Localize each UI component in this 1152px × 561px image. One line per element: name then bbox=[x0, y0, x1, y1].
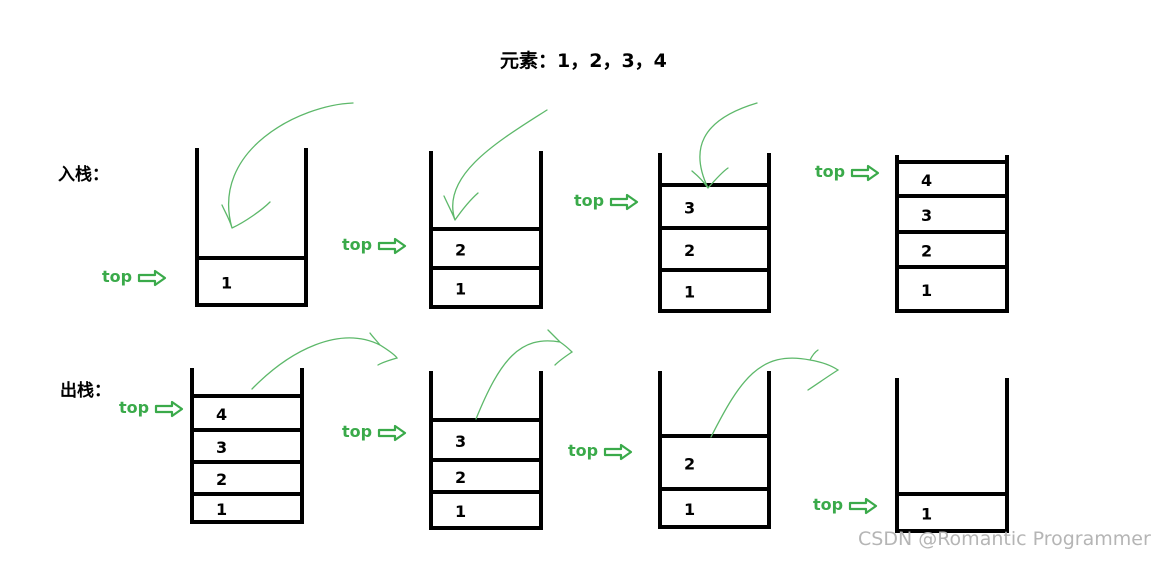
push-stack-3-cell-value: 1 bbox=[684, 283, 695, 302]
push-stack-2-top-label: top bbox=[342, 235, 372, 254]
pop-stack-4-container bbox=[895, 378, 1009, 533]
pop-stack-2-cell-value: 2 bbox=[455, 468, 466, 487]
pop-stack-2-cell-value: 1 bbox=[455, 502, 466, 521]
pop-stack-3-container bbox=[658, 371, 771, 529]
push-stack-4-cell-value: 2 bbox=[921, 242, 932, 261]
pop-stack-1-cell-value: 3 bbox=[216, 438, 227, 457]
push-arrow-curve-1 bbox=[221, 102, 354, 229]
push-stack-1-cell-value: 1 bbox=[221, 274, 232, 293]
pop-stack-4-cell-value: 1 bbox=[921, 505, 932, 524]
pop-arrow-curve-2 bbox=[475, 329, 574, 420]
push-stack-2-top-arrow-icon bbox=[377, 237, 407, 255]
push-stack-4-cell-value: 4 bbox=[921, 171, 932, 190]
pop-stack-1-cell-value: 4 bbox=[216, 405, 227, 424]
push-stack-3-cell-value: 2 bbox=[684, 241, 695, 260]
pop-stack-3-cell-value: 1 bbox=[684, 500, 695, 519]
pop-stack-3-cell-value: 2 bbox=[684, 455, 695, 474]
push-stack-3-top-arrow-icon bbox=[609, 193, 639, 211]
push-stack-1-top-arrow-icon bbox=[137, 269, 167, 287]
pop-stack-4-top-label: top bbox=[813, 495, 843, 514]
push-stack-4-cell-value: 3 bbox=[921, 206, 932, 225]
watermark: CSDN @Romantic Programmer bbox=[858, 528, 1151, 550]
pop-stack-2-top-label: top bbox=[342, 422, 372, 441]
push-stack-2-cell-value: 2 bbox=[455, 241, 466, 260]
pop-stack-2-top-arrow-icon bbox=[377, 424, 407, 442]
pop-stack-1-container bbox=[190, 368, 304, 524]
push-stack-4-top-arrow-icon bbox=[850, 164, 880, 182]
push-stack-3-container bbox=[658, 153, 771, 313]
push-stack-3-top-label: top bbox=[574, 191, 604, 210]
pop-stack-3-top-arrow-icon bbox=[603, 443, 633, 461]
push-stack-1-top-label: top bbox=[102, 267, 132, 286]
pop-stack-2-container bbox=[429, 371, 543, 530]
push-stack-1-container bbox=[195, 148, 308, 307]
push-arrow-curve-2 bbox=[443, 109, 548, 221]
pop-row-label: 出栈： bbox=[60, 381, 111, 401]
pop-stack-1-cell-value: 2 bbox=[216, 470, 227, 489]
diagram-title: 元素：1，2，3，4 bbox=[500, 50, 667, 72]
push-row-label: 入栈： bbox=[58, 165, 109, 185]
pop-arrow-curve-3 bbox=[710, 349, 840, 438]
push-stack-2-cell-value: 1 bbox=[455, 280, 466, 299]
push-stack-4-cell-value: 1 bbox=[921, 281, 932, 300]
push-stack-3-cell-value: 3 bbox=[684, 199, 695, 218]
pop-stack-1-top-label: top bbox=[119, 398, 149, 417]
pop-stack-4-top-arrow-icon bbox=[848, 497, 878, 515]
pop-arrow-curve-1 bbox=[251, 332, 399, 390]
push-stack-4-top-label: top bbox=[815, 162, 845, 181]
pop-stack-1-cell-value: 1 bbox=[216, 500, 227, 519]
pop-stack-1-top-arrow-icon bbox=[154, 400, 184, 418]
pop-stack-2-cell-value: 3 bbox=[455, 432, 466, 451]
push-arrow-curve-3 bbox=[691, 102, 758, 189]
pop-stack-3-top-label: top bbox=[568, 441, 598, 460]
